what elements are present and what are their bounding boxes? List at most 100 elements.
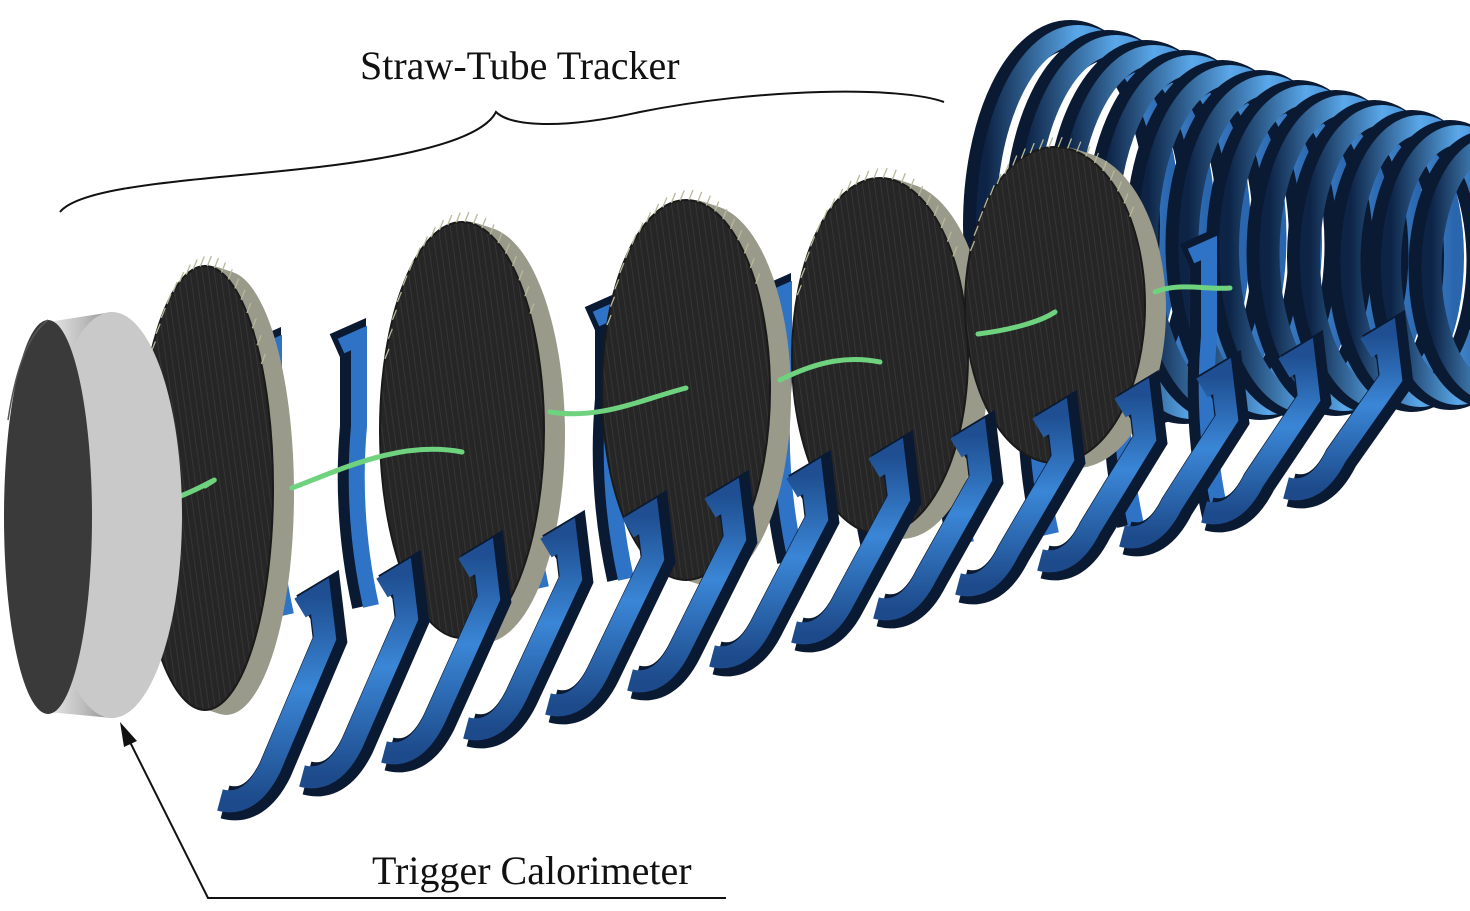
straw-end [178,271,185,283]
straw-end [743,243,749,254]
straw-end [415,247,421,258]
straw-end [497,232,503,244]
straw-end [838,188,844,200]
straw-end [472,213,479,225]
tracker-station [791,167,989,539]
straw-end [638,222,644,233]
straw-end [384,348,390,360]
straw-end [609,296,616,307]
straw-end [631,234,637,245]
coil-front-leg-face [627,477,747,693]
straw-end [1109,170,1116,181]
straw-end [940,217,946,229]
straw-end [220,262,227,273]
straw-end [952,246,958,257]
straw-end [1085,146,1091,157]
straw-end [816,222,822,233]
straw-end [679,190,685,201]
straw-end [166,293,172,305]
straw-end [408,260,414,271]
straw-end [624,247,631,259]
straw-end [917,185,924,197]
tracker-stations [136,136,1166,715]
straw-end [213,257,220,269]
coil-front-leg-face [545,497,665,717]
straw-end [1123,193,1129,204]
straw-end [722,208,728,220]
straw-end [1129,206,1135,217]
coil-front-leg-face [299,557,419,789]
straw-end [864,170,870,181]
coil-front-leg-face [1283,317,1403,501]
straw-end [234,278,240,289]
straw-end [246,302,252,314]
straw-end [1102,160,1108,172]
solenoid-coil-front-legs [217,309,1414,821]
straw-end [1038,139,1044,150]
straw-end [822,209,829,220]
straw-end [185,264,191,275]
straw-end [688,189,694,201]
coil-front-leg-face [873,417,993,621]
straw-end [256,335,262,346]
straw-end [402,275,408,286]
straw-end [946,231,953,242]
straw-end [199,256,205,267]
coil-front-leg-face [791,437,911,645]
straw-end [882,167,888,179]
coil-front-leg-face [1119,357,1239,549]
straw-end [606,314,612,326]
straw-end [749,257,755,269]
straw-end [240,289,246,300]
straw-end [909,178,915,189]
straw-end [1004,163,1010,175]
calorimeter-label: Trigger Calorimeter [372,848,692,893]
particle-track [167,284,1233,503]
straw-end [227,269,233,280]
straw-end [653,203,660,215]
straw-end [1012,155,1018,166]
straw-end [1057,136,1063,148]
far-coil-loop-face [1421,143,1470,395]
straw-end [511,255,518,267]
straw-end [855,174,861,186]
straw-end [900,173,906,184]
straw-end [1066,138,1073,149]
straw-end [755,273,761,284]
straw-end [422,236,429,247]
tracker-label: Straw-Tube Tracker [360,43,680,88]
straw-end [155,323,161,335]
coil-back-arc-face [1187,235,1229,518]
straw-end [697,191,703,203]
calorimeter-leader-line [127,737,726,899]
straw-end [192,259,198,270]
straw-end [160,307,166,319]
straw-end [729,218,736,230]
coil-back-arc-face [337,325,379,608]
straw-end [846,180,852,192]
straw-end [619,262,625,274]
straw-end [614,279,620,290]
straw-end [926,194,932,206]
straw-end [873,168,879,179]
straw-end [989,185,995,196]
leader-arrow-icon [120,722,137,747]
straw-end [524,286,530,297]
straw-end [973,225,979,236]
straw-end [1093,152,1100,164]
straw-end [206,255,212,267]
tracker-brace [59,90,945,213]
coil-front-leg-face [381,537,501,765]
straw-end [1076,141,1082,152]
straw-end [387,328,393,340]
straw-end [1116,181,1123,192]
straw-end [800,267,806,279]
straw-end [714,201,720,212]
straw-end [260,353,266,365]
coil-front-leg-face [463,517,583,741]
straw-end [933,205,939,216]
straw-end [737,230,743,241]
straw-end [796,284,802,296]
